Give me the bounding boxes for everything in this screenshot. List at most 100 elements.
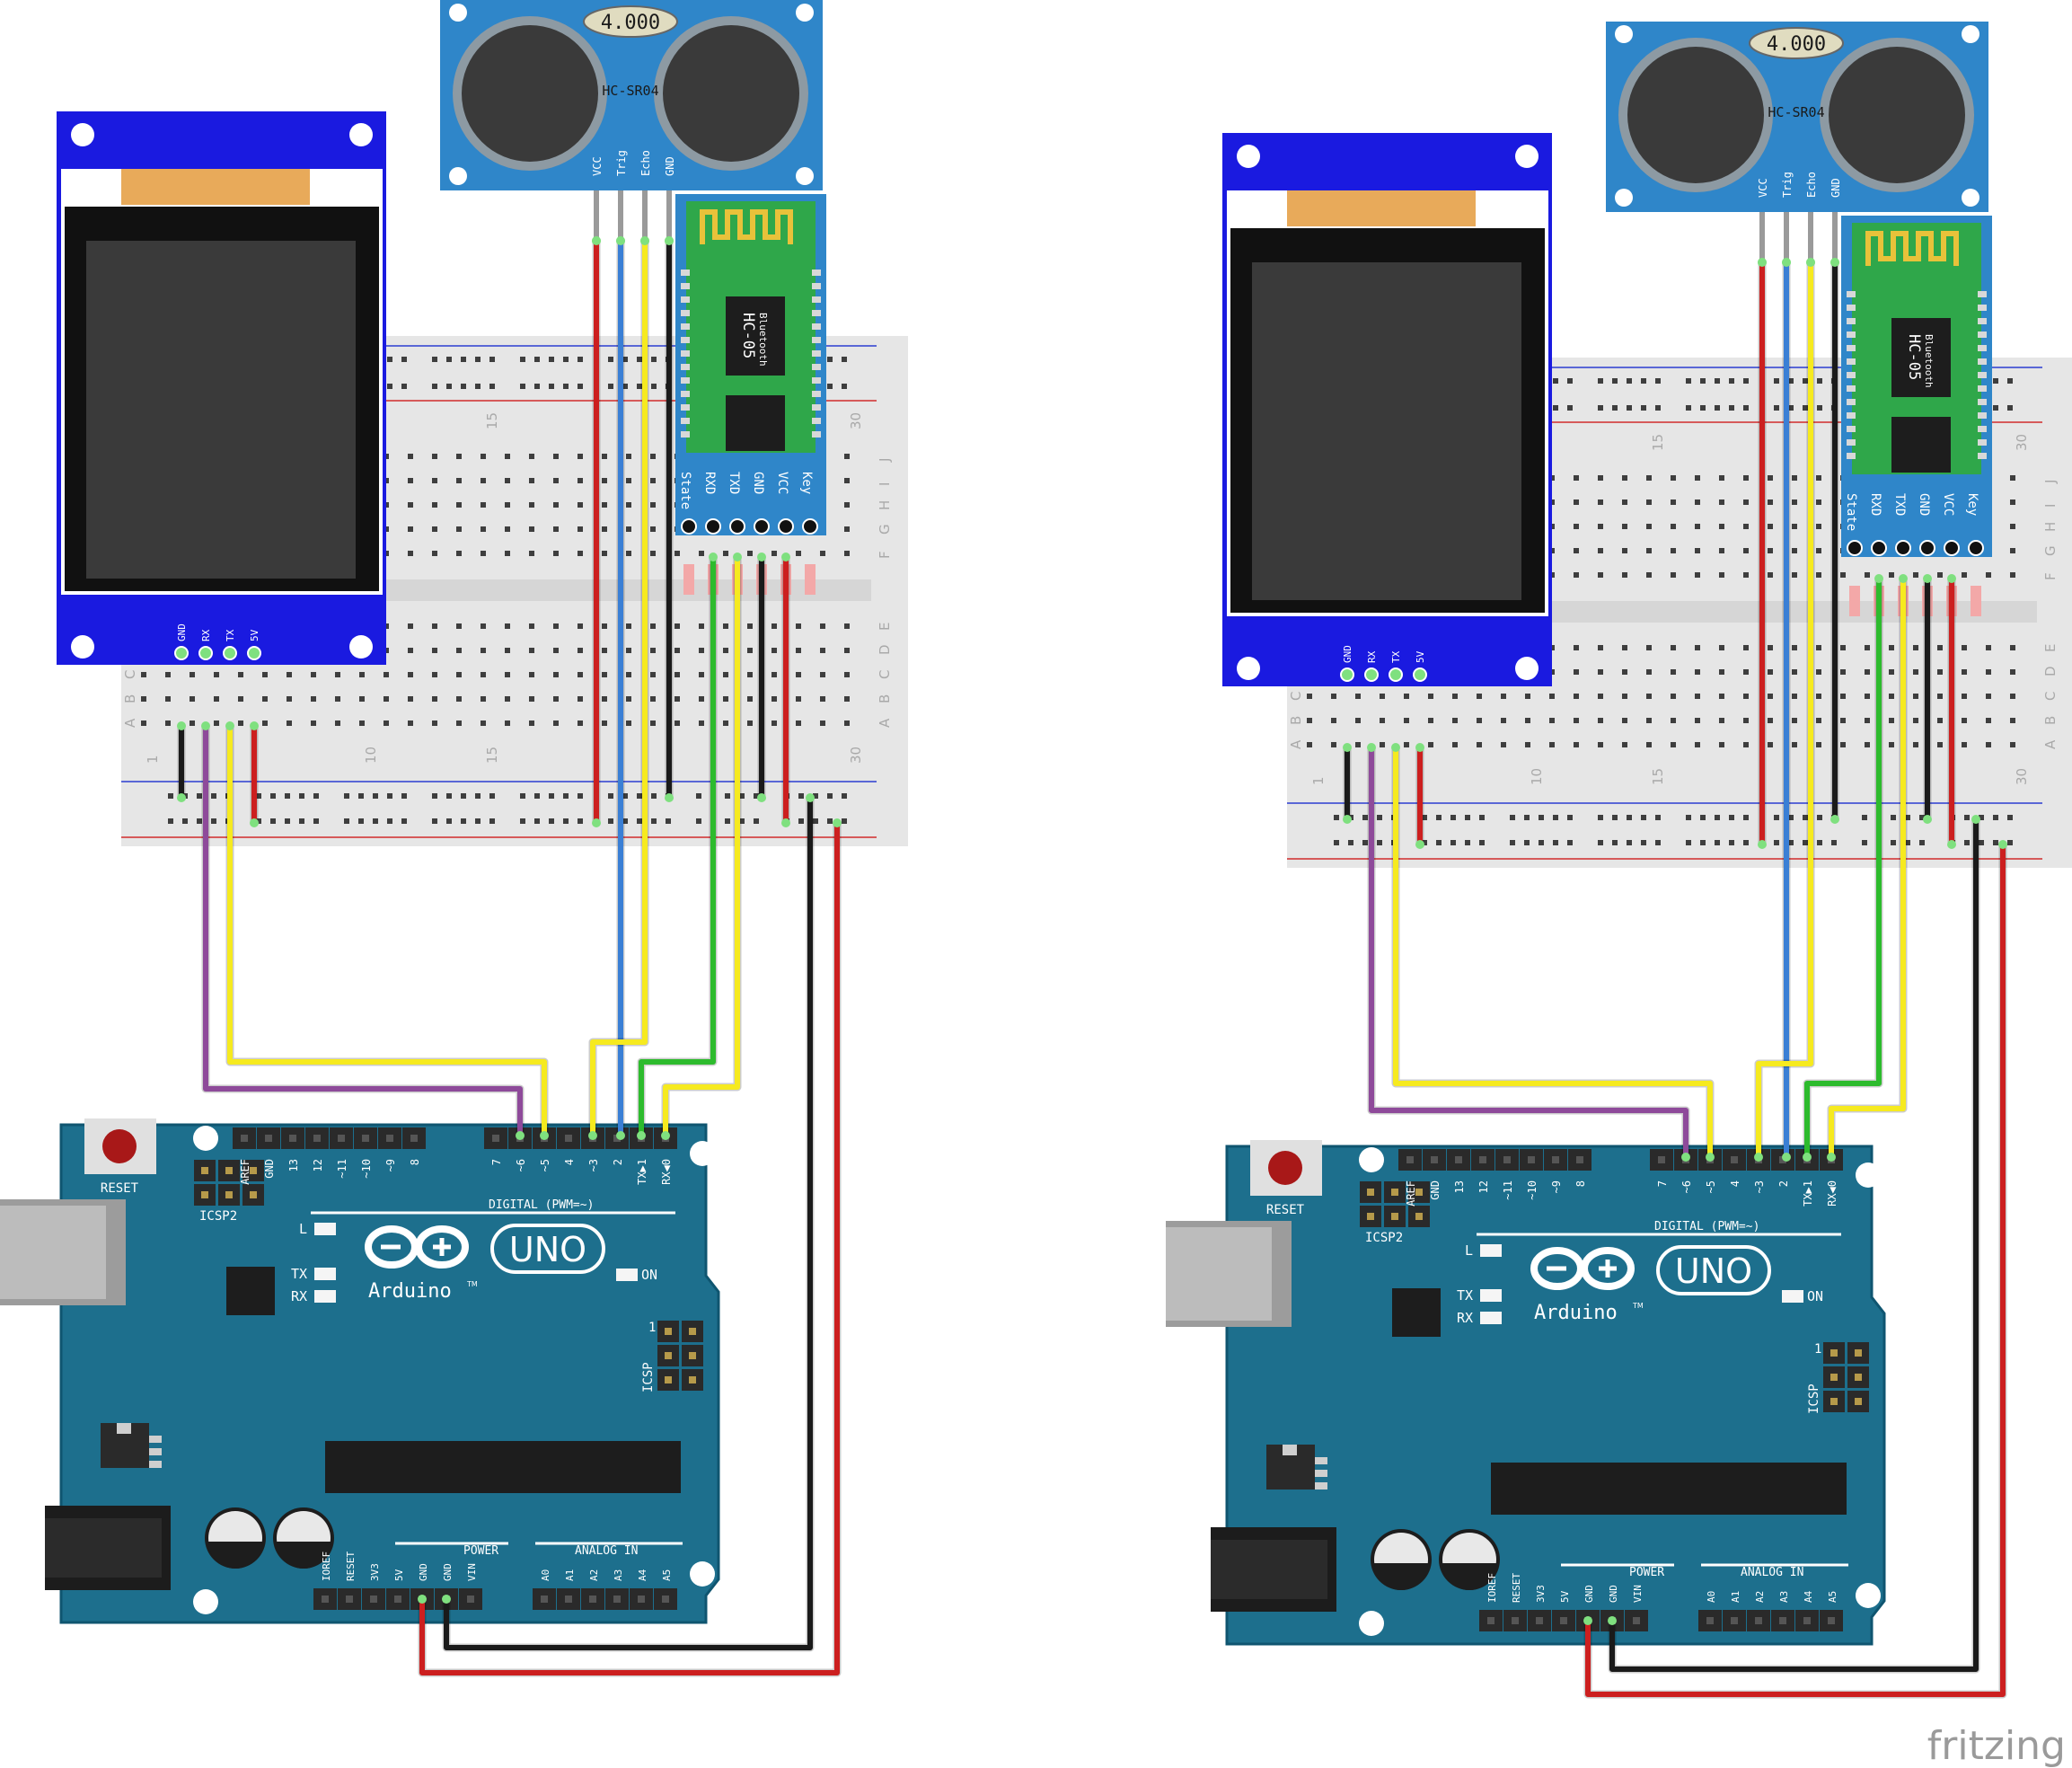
terminal-hole	[553, 696, 559, 702]
rail-hole	[1803, 405, 1808, 411]
hc05-pin	[705, 518, 721, 535]
led-label: TX	[1457, 1287, 1473, 1304]
rail-hole	[578, 357, 583, 362]
terminal-hole	[432, 648, 437, 653]
rail-hole	[578, 793, 583, 799]
rail-hole	[651, 357, 657, 362]
breadboard-row-label: J	[877, 458, 893, 463]
terminal-hole	[675, 623, 680, 629]
analog-pin-label: A2	[588, 1569, 600, 1581]
terminal-hole	[481, 623, 486, 629]
rail-hole	[578, 818, 583, 824]
wire-echo-yellow-end	[588, 1131, 597, 1140]
pad	[1978, 358, 1987, 365]
pad	[1978, 372, 1987, 378]
terminal-hole	[1768, 524, 1773, 529]
breadboard-row-label: C	[122, 670, 138, 679]
terminal-hole	[529, 623, 534, 629]
hc05-pin-label: State	[1844, 493, 1858, 531]
terminal-hole	[1913, 645, 1918, 650]
rail-hole	[1641, 405, 1646, 411]
terminal-hole	[1622, 524, 1627, 529]
hcsr04-model-label: HC-SR04	[602, 83, 658, 99]
rail-hole	[401, 818, 407, 824]
terminal-hole	[529, 526, 534, 532]
rail-hole	[1377, 840, 1382, 845]
rail-hole	[578, 384, 583, 389]
breadboard-row-label: F	[877, 551, 893, 559]
tft-screen	[1252, 262, 1521, 600]
rail-hole	[1422, 840, 1427, 845]
atmega328p-chip	[325, 1441, 681, 1493]
terminal-hole	[650, 648, 656, 653]
digital-pin-label: TX▶1	[1802, 1180, 1814, 1207]
wire-hc05-vcc-red-end	[1947, 574, 1956, 583]
pad	[1847, 345, 1856, 351]
terminal-hole	[1452, 718, 1458, 723]
terminal-hole	[384, 672, 389, 677]
terminal-hole	[771, 623, 777, 629]
rail-hole	[563, 384, 569, 389]
terminal-hole	[1549, 742, 1555, 747]
terminal-hole	[1598, 499, 1603, 505]
terminal-hole	[675, 551, 680, 556]
wire-trig-blue-end	[616, 236, 625, 245]
terminal-hole	[1671, 524, 1676, 529]
hc05-pin-label: State	[678, 472, 692, 509]
terminal-hole	[505, 526, 510, 532]
terminal-hole	[1719, 475, 1724, 481]
terminal-hole	[408, 720, 413, 726]
terminal-hole	[1598, 694, 1603, 699]
tft-pin	[1413, 667, 1427, 682]
terminal-hole	[1889, 669, 1894, 675]
rail-hole	[475, 357, 481, 362]
breadboard-holes	[1307, 378, 2015, 845]
mount-hole	[1615, 189, 1633, 207]
analog-label: ANALOG IN	[575, 1544, 638, 1558]
terminal-hole	[626, 648, 631, 653]
pad	[1978, 399, 1987, 405]
rail-hole	[622, 793, 628, 799]
terminal-hole	[1598, 645, 1603, 650]
terminal-hole	[1743, 694, 1749, 699]
tft-pin	[1389, 667, 1403, 682]
terminal-hole	[2010, 645, 2015, 650]
rail-hole	[1700, 405, 1706, 411]
terminal-hole	[481, 648, 486, 653]
rail-hole	[461, 793, 466, 799]
socket-hole	[362, 1135, 369, 1142]
terminal-hole	[529, 720, 534, 726]
socket-hole	[565, 1596, 572, 1603]
terminal-hole	[432, 551, 437, 556]
rail-hole	[534, 384, 540, 389]
terminal-hole	[1816, 718, 1821, 723]
terminal-hole	[408, 502, 413, 508]
header-pin-metal	[201, 1167, 208, 1174]
terminal-hole	[1355, 718, 1361, 723]
terminal-hole	[432, 502, 437, 508]
rail-hole	[1627, 815, 1632, 820]
hc05-chip	[726, 296, 785, 376]
power-pin-label: VIN	[466, 1563, 478, 1581]
rail-hole	[1993, 840, 1998, 845]
rail-hole	[475, 818, 481, 824]
terminal-hole	[481, 696, 486, 702]
breadboard-row-label: A	[122, 718, 138, 728]
arduino-pcb	[1225, 1145, 1886, 1646]
mount-hole	[349, 123, 373, 146]
wire-tft-5v-red-end	[250, 818, 259, 827]
rail-hole	[1817, 378, 1822, 384]
header-pin-metal	[1830, 1374, 1838, 1381]
digital-pin-label: ~3	[1753, 1180, 1766, 1193]
rail-hole	[1743, 378, 1749, 384]
terminal-hole	[1768, 645, 1773, 650]
digital-label: DIGITAL (PWM=~)	[1654, 1220, 1759, 1233]
wire-tft-5v-red-end	[1415, 743, 1424, 752]
breadboard-col-label: 15	[1650, 434, 1666, 451]
header-pin-metal	[250, 1191, 257, 1198]
terminal-hole	[1719, 694, 1724, 699]
terminal-hole	[553, 551, 559, 556]
rail-hole	[270, 818, 276, 824]
socket-hole	[265, 1135, 272, 1142]
rail-hole	[1539, 840, 1544, 845]
